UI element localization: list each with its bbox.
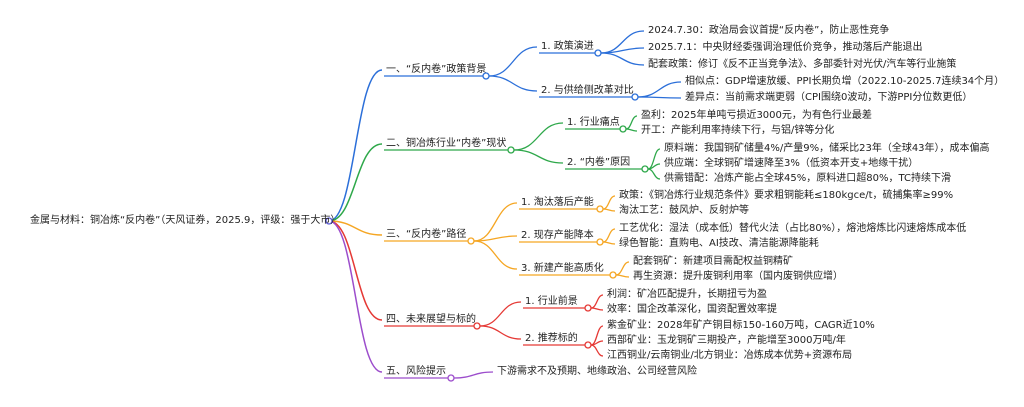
branch-2-sub-2-connector — [513, 149, 564, 164]
branch-2-label: 二、铜冶炼行业“内卷”现状 — [386, 138, 507, 149]
branch-2-sub-1-leaf-2-connector — [625, 128, 638, 132]
branch-2-sub-2-leaf-3-connector — [647, 168, 661, 180]
branch-3-sub-1-leaf-1: 政策：《铜冶炼行业规范条件》要求粗铜能耗≤180kgce/t，硫捕集率≥99% — [619, 190, 954, 201]
branch-4-sub-1-leaf-1-connector — [590, 294, 604, 309]
branch-3-sub-3-leaf-2: 再生资源：提升废铜利用率（国内废铜供应增） — [633, 271, 843, 282]
branch-3-sub-2-label: 2. 现存产能降本 — [521, 230, 594, 241]
branch-4-sub-1-node — [584, 304, 592, 312]
branch-2-sub-1-node — [619, 125, 627, 133]
branch-2-sub-2-label: 2. “内卷”原因 — [567, 157, 631, 168]
branch-2-sub-2-leaf-1: 原料端：我国铜矿储量4%/产量9%，储采比23年（全球43年），成本偏高 — [664, 143, 990, 154]
branch-3-sub-2-connector — [473, 235, 518, 242]
branch-4-sub-2-leaf-2: 西部矿业：玉龙铜矿三期投产，产能增至3000万吨/年 — [607, 335, 846, 346]
branch-3-sub-3-leaf-1-connector — [615, 261, 630, 276]
branch-1-sub-2-leaf-2-connector — [637, 96, 682, 99]
branch-1-sub-1-connector — [488, 46, 538, 77]
branch-1-sub-2-leaf-1-connector — [637, 81, 682, 98]
branch-1-sub-1-leaf-3: 配套政策：修订《反不正当竞争法》、多部委针对光伏/汽车等行业施策 — [648, 59, 957, 70]
branch-2-sub-2-leaf-2-connector — [647, 163, 661, 170]
branch-5-label: 五、风险提示 — [386, 366, 446, 377]
branch-4-sub-2-leaf-3: 江西铜业/云南铜业/北方铜业：冶炼成本优势+资源布局 — [607, 350, 853, 361]
branch-5-node — [447, 374, 455, 382]
branch-1-sub-1-leaf-1-connector — [600, 30, 645, 54]
branch-2-sub-2-leaf-3: 供需错配：冶炼产能占全球45%，原料进口超80%，TC持续下滑 — [664, 173, 951, 184]
branch-2-connector — [328, 143, 383, 222]
branch-1-sub-1-leaf-2: 2025.7.1：中央财经委强调治理低价竞争，推动落后产能退出 — [648, 42, 923, 53]
branch-1-sub-2-label: 2. 与供给侧改革对比 — [541, 85, 634, 96]
branch-3-sub-2-leaf-2-connector — [602, 241, 616, 245]
branch-5-connector — [328, 220, 383, 373]
branch-4-sub-2-node — [584, 341, 592, 349]
branch-4-sub-1-leaf-1: 利润：矿冶匹配提升，长期扭亏为盈 — [607, 289, 767, 300]
branch-3-node — [467, 237, 475, 245]
branch-3-sub-1-leaf-1-connector — [602, 195, 616, 210]
branch-3-sub-3-label: 3. 新建产能高质化 — [521, 263, 604, 274]
branch-1-sub-1-node — [594, 49, 602, 57]
branch-3-sub-2-node — [596, 238, 604, 246]
branch-1-sub-1-leaf-3-connector — [600, 52, 645, 66]
branch-1-sub-1-leaf-1: 2024.7.30：政治局会议首提“反内卷”，防止恶性竞争 — [648, 25, 890, 36]
branch-4-sub-2-leaf-1: 紫金矿业：2028年矿产铜目标150-160万吨，CAGR近10% — [607, 320, 875, 331]
branch-2-sub-2-node — [641, 165, 649, 173]
branch-4-sub-2-label: 2. 推荐标的 — [525, 333, 578, 344]
branch-2-sub-1-leaf-2: 开工：产能利用率持续下行，与铝/锌等分化 — [641, 125, 835, 136]
branch-3-sub-3-leaf-2-connector — [615, 274, 630, 278]
branch-4-sub-2-connector — [479, 325, 522, 340]
branch-4-sub-1-leaf-2: 效率：国企改革深化，国资配置效率提 — [607, 304, 777, 315]
branch-1-sub-2-connector — [488, 75, 538, 92]
root-node-anchor — [325, 217, 333, 225]
branch-4-label: 四、未来展望与标的 — [386, 314, 476, 325]
branch-3-connector — [328, 220, 383, 236]
branch-1-sub-1-label: 1. 政策演进 — [541, 41, 594, 52]
branch-5-leaf-1: 下游需求不及预期、地缘政治、公司经营风险 — [497, 366, 697, 377]
branch-3-sub-2-leaf-1-connector — [602, 228, 616, 243]
branch-4-sub-2-leaf-1-connector — [590, 325, 604, 346]
branch-5-leaf-connector — [453, 371, 494, 379]
branch-3-sub-3-connector — [473, 240, 518, 270]
branch-1-sub-1-leaf-2-connector — [600, 47, 645, 54]
branch-4-sub-1-connector — [479, 301, 522, 327]
branch-4-sub-2-leaf-3-connector — [590, 344, 604, 357]
branch-3-sub-1-label: 1. 淘汰落后产能 — [521, 197, 594, 208]
branch-4-sub-2-leaf-2-connector — [590, 340, 604, 346]
branch-1-label: 一、“反内卷”政策背景 — [386, 64, 487, 75]
branch-3-sub-2-leaf-2: 绿色智能：直购电、AI技改、清洁能源降能耗 — [619, 238, 819, 249]
branch-2-node — [507, 146, 515, 154]
branch-2-sub-1-connector — [513, 122, 564, 151]
branch-3-sub-1-connector — [473, 202, 518, 242]
root-node: 金属与材料：铜冶炼“反内卷”（天风证券，2025.9，评级：强于大市） — [30, 215, 341, 226]
branch-1-sub-2-leaf-2: 差异点：当前需求端更弱（CPI围绕0波动，下游PPI分位数更低） — [685, 92, 973, 103]
branch-3-sub-3-leaf-1: 配套铜矿：新建项目需配权益铜精矿 — [633, 256, 793, 267]
branch-3-sub-1-leaf-2: 淘汰工艺：鼓风炉、反射炉等 — [619, 205, 749, 216]
branch-3-sub-3-node — [609, 271, 617, 279]
branch-3-label: 三、“反内卷”路径 — [386, 229, 467, 240]
branch-3-sub-2-leaf-1: 工艺优化：湿法（成本低）替代火法（占比80%），熔池熔炼比闪速熔炼成本低 — [619, 223, 967, 234]
branch-1-connector — [328, 69, 383, 222]
branch-3-sub-1-node — [596, 205, 604, 213]
branch-2-sub-1-leaf-1-connector — [625, 115, 638, 130]
branch-3-sub-1-leaf-2-connector — [602, 208, 616, 212]
branch-4-sub-1-leaf-2-connector — [590, 307, 604, 311]
branch-4-connector — [328, 220, 383, 321]
branch-2-sub-1-leaf-1: 盈利：2025年单吨亏损近3000元，为有色行业最差 — [641, 110, 872, 121]
branch-2-sub-2-leaf-2: 供应端：全球铜矿增速降至3%（低资本开支+地缘干扰） — [664, 158, 919, 169]
branch-1-sub-2-leaf-1: 相似点：GDP增速放缓、PPI长期负增（2022.10-2025.7连续34个月… — [685, 76, 1005, 87]
branch-2-sub-1-label: 1. 行业痛点 — [567, 117, 620, 128]
branch-4-sub-1-label: 1. 行业前景 — [525, 296, 578, 307]
